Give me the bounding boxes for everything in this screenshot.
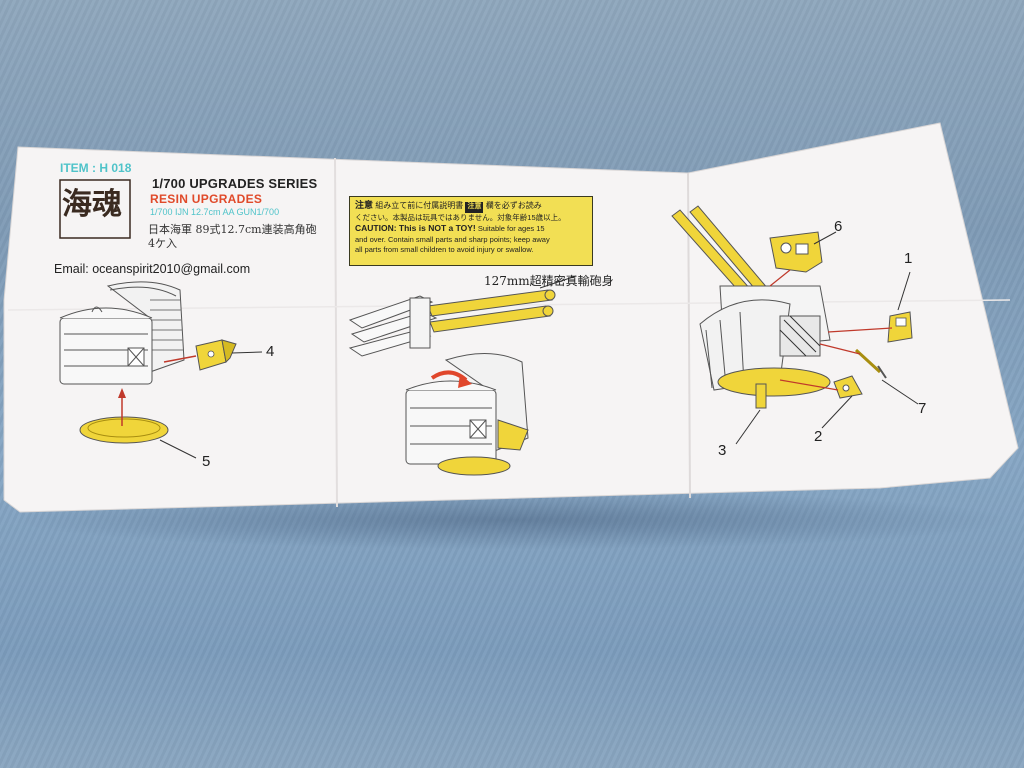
model-description: 1/700 IJN 12.7cm AA GUN1/700	[150, 207, 280, 217]
turret-left	[59, 281, 185, 385]
part-number-3: 3	[718, 442, 727, 459]
svg-text:海魂: 海魂	[62, 187, 122, 222]
item-code: H 018	[99, 161, 132, 175]
caution-jp-line2: ください。本製品は玩具ではありません。対象年齢15歳以上。	[355, 212, 566, 222]
caution-en-line2: and over. Contain small parts and sharp …	[355, 234, 550, 244]
caution-label: CAUTION: This is NOT a TOY!	[355, 223, 476, 233]
japanese-product-name: 日本海軍 89式12.7cm連装高角砲	[148, 223, 317, 236]
part-4-piece	[195, 339, 237, 371]
caution-jp-text: 組み立て前に付属説明書	[375, 201, 464, 210]
part-number-2: 2	[814, 428, 823, 445]
caution-jp-text-b: 欄を必ずお読み	[485, 201, 542, 210]
caution-jp-row: 注意 組み立て前に付属説明書 注意 欄を必ずお読み	[355, 200, 587, 213]
part-2-piece	[833, 375, 863, 399]
caution-en-line1: Suitable for ages 15	[477, 224, 545, 233]
japanese-quantity: 4ケ入	[148, 237, 177, 250]
oceanspirit-logo: 海魂	[59, 179, 131, 239]
base-plate-part-5	[79, 416, 169, 444]
part-number-5: 5	[202, 453, 211, 470]
caution-en-line3: all parts from small children to avoid i…	[355, 245, 534, 254]
warning-icon: 注意	[465, 202, 484, 213]
contact-email: Email: oceanspirit2010@gmail.com	[54, 262, 251, 276]
caution-box: 注意 組み立て前に付属説明書 注意 欄を必ずお読み ください。本製品は玩具ではあ…	[349, 196, 593, 266]
fold-line	[334, 157, 338, 508]
resin-subtitle: RESIN UPGRADES	[150, 192, 263, 206]
caution-jp-heading: 注意	[355, 200, 374, 210]
part-1-piece	[887, 311, 913, 343]
part-number-1: 1	[904, 250, 913, 267]
barrel-assembly	[348, 289, 556, 357]
barrel-label: 127mm超精密真輸砲身	[484, 274, 614, 288]
full-assembly	[671, 205, 831, 391]
caution-en-row: CAUTION: This is NOT a TOY! Suitable for…	[355, 223, 587, 235]
turret-middle	[405, 352, 529, 465]
item-prefix: ITEM :	[60, 161, 96, 175]
part-number-4: 4	[266, 343, 275, 360]
part-number-7: 7	[918, 400, 927, 417]
part-6-shield	[769, 231, 823, 273]
item-code-line: ITEM : H 018	[60, 161, 131, 175]
series-title: 1/700 UPGRADES SERIES	[152, 176, 318, 191]
part-number-6: 6	[834, 218, 843, 235]
